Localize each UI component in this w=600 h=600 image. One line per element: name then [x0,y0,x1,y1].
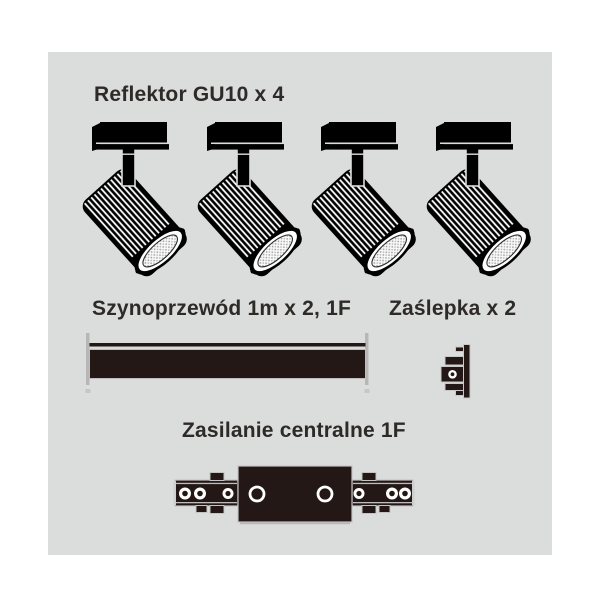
track-spotlight-drawing [197,122,302,277]
section-title-endcap: Zaślepka x 2 [389,297,517,320]
central-power-feed-icon [173,465,415,525]
section-title-power: Zasilanie centralne 1F [182,419,406,442]
track-spotlight-icon [195,116,305,284]
track-spotlight-drawing [426,122,531,277]
track-spotlight-icon [309,116,419,284]
reflector-row [80,116,536,286]
section-title-rail: Szynoprzewód 1m x 2, 1F [92,297,351,320]
track-spotlight-icon [424,116,534,284]
track-end-cap-icon [440,344,471,399]
track-spotlight-drawing [311,122,416,277]
section-title-reflector: Reflektor GU10 x 4 [94,83,285,106]
panel: Reflektor GU10 x 4 [48,52,552,555]
track-rail-icon [85,333,370,393]
track-spotlight-icon [80,116,190,284]
track-spotlight-drawing [82,122,187,277]
